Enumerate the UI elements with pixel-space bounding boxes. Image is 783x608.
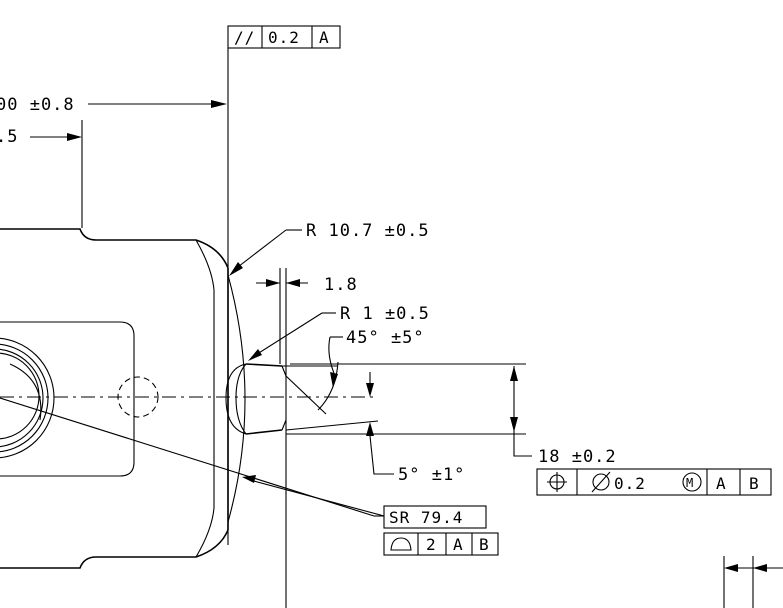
arrow-taper-bottom [366, 422, 374, 436]
taper-line [285, 420, 379, 431]
part-outline [0, 228, 246, 569]
callout-width-small: 1.8 [324, 275, 358, 295]
fcf-position: 0.2 M A B [536, 468, 772, 496]
callout-sphere-radius: SR 79.4 [389, 508, 463, 527]
mmc-modifier-circle [682, 472, 702, 492]
profile-of-surface-icon [390, 537, 412, 551]
callout-chamfer-angle: 45° ±5° [346, 328, 425, 348]
arrow-taper-top [366, 383, 374, 397]
dim-top-arrow [211, 100, 227, 108]
fcf-parallelism-datum: A [319, 28, 330, 47]
arrow-chamfer-angle [330, 372, 338, 388]
chamfer-angle-arc [317, 361, 339, 411]
callout-diameter: 18 ±0.2 [538, 447, 617, 467]
leader-chamfer-arc [328, 336, 337, 379]
sphere-radius-box [383, 505, 487, 529]
leader-radius-outer [233, 229, 287, 271]
arrow-sphere [242, 475, 256, 483]
fcf-parallelism-symbol: // [234, 28, 255, 47]
arrow-br-left [724, 564, 738, 572]
callout-taper-angle: 5° ±1° [398, 465, 465, 485]
position-icon [547, 472, 567, 492]
dim-second-arrow [67, 133, 82, 141]
slot-outline [0, 321, 135, 477]
fcf-position-modifier: M [686, 476, 693, 490]
dim-top-partial: 00 ±0.8 [0, 95, 75, 115]
end-boss [225, 363, 287, 435]
fcf-profile-datum2: B [479, 535, 490, 554]
leader-taper [369, 435, 394, 475]
fcf-position-datum2: B [749, 474, 760, 493]
fcf-position-datum1: A [716, 474, 727, 493]
arrow-dia-bottom [510, 417, 518, 432]
arrow-radius-inner [248, 349, 262, 361]
diameter-icon [591, 471, 611, 493]
arrow-br-right [753, 564, 767, 572]
fcf-profile-tolerance: 2 [426, 535, 437, 554]
fcf-position-tolerance: 0.2 [614, 474, 646, 493]
arrow-radius-outer [229, 262, 243, 276]
fcf-parallelism: // 0.2 A [227, 25, 341, 49]
fcf-parallelism-tolerance: 0.2 [268, 28, 300, 47]
arrow-width-right [286, 279, 300, 287]
bore-circles [0, 337, 55, 459]
callout-radius-inner: R 1 ±0.5 [340, 304, 430, 324]
chamfer-line [285, 375, 327, 415]
leader-dia [513, 432, 532, 457]
dim-second-partial: .5 [0, 127, 18, 147]
arrow-width-left [266, 279, 280, 287]
fcf-profile-datum1: A [453, 535, 464, 554]
leader-sphere-arrow-line [249, 479, 385, 517]
fcf-profile: 2 A B [383, 532, 499, 556]
arrow-dia-top [510, 366, 518, 381]
callout-radius-outer: R 10.7 ±0.5 [306, 221, 430, 241]
leader-radius-inner [253, 312, 323, 357]
